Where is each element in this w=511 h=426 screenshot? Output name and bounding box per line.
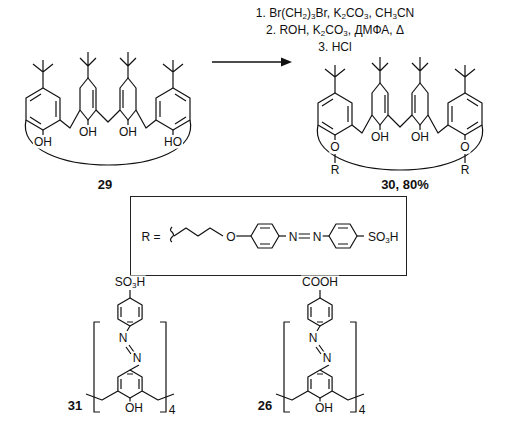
nitrogen-atom: N xyxy=(312,231,323,244)
carboxyl-group: COOH xyxy=(301,276,339,289)
hydroxyl-group: OH xyxy=(124,402,144,415)
nitrogen-atom: N xyxy=(322,352,333,365)
oxygen-atom: O xyxy=(459,141,470,154)
sulfo-group: SO3H xyxy=(367,231,399,244)
sulfo-group: SO3H xyxy=(114,276,146,289)
compound-number: 31 xyxy=(67,399,83,412)
hydroxyl-group: HO xyxy=(163,136,183,149)
oxygen-atom: O xyxy=(329,141,340,154)
reagent-step: 2. ROH, K2CO3, ДМФА, Δ xyxy=(265,24,405,37)
substituent-definition: R = xyxy=(140,231,161,244)
reagent-step: 1. Br(CH2)3Br, K2CO3, CH3CN xyxy=(255,7,415,20)
reagent-step: 3. HCl xyxy=(317,41,352,54)
hydroxyl-group: OH xyxy=(410,131,430,144)
compound-number: 29 xyxy=(97,178,113,191)
oxygen-atom: O xyxy=(225,231,236,244)
substituent-symbol: R xyxy=(460,164,471,177)
hydroxyl-group: OH xyxy=(33,136,53,149)
hydroxyl-group: OH xyxy=(118,126,138,139)
compound-number: 30, 80% xyxy=(380,178,430,191)
compound-number: 26 xyxy=(257,399,273,412)
hydroxyl-group: OH xyxy=(314,402,334,415)
repeat-count: 4 xyxy=(168,404,177,417)
hydroxyl-group: OH xyxy=(370,131,390,144)
substituent-box: R = O NN SO3H xyxy=(130,196,407,276)
nitrogen-atom: N xyxy=(132,352,143,365)
nitrogen-atom: N xyxy=(118,332,129,345)
nitrogen-atom: N xyxy=(308,332,319,345)
substituent-symbol: R xyxy=(330,164,341,177)
nitrogen-atom: N xyxy=(288,231,299,244)
hydroxyl-group: OH xyxy=(78,126,98,139)
repeat-count: 4 xyxy=(358,404,367,417)
